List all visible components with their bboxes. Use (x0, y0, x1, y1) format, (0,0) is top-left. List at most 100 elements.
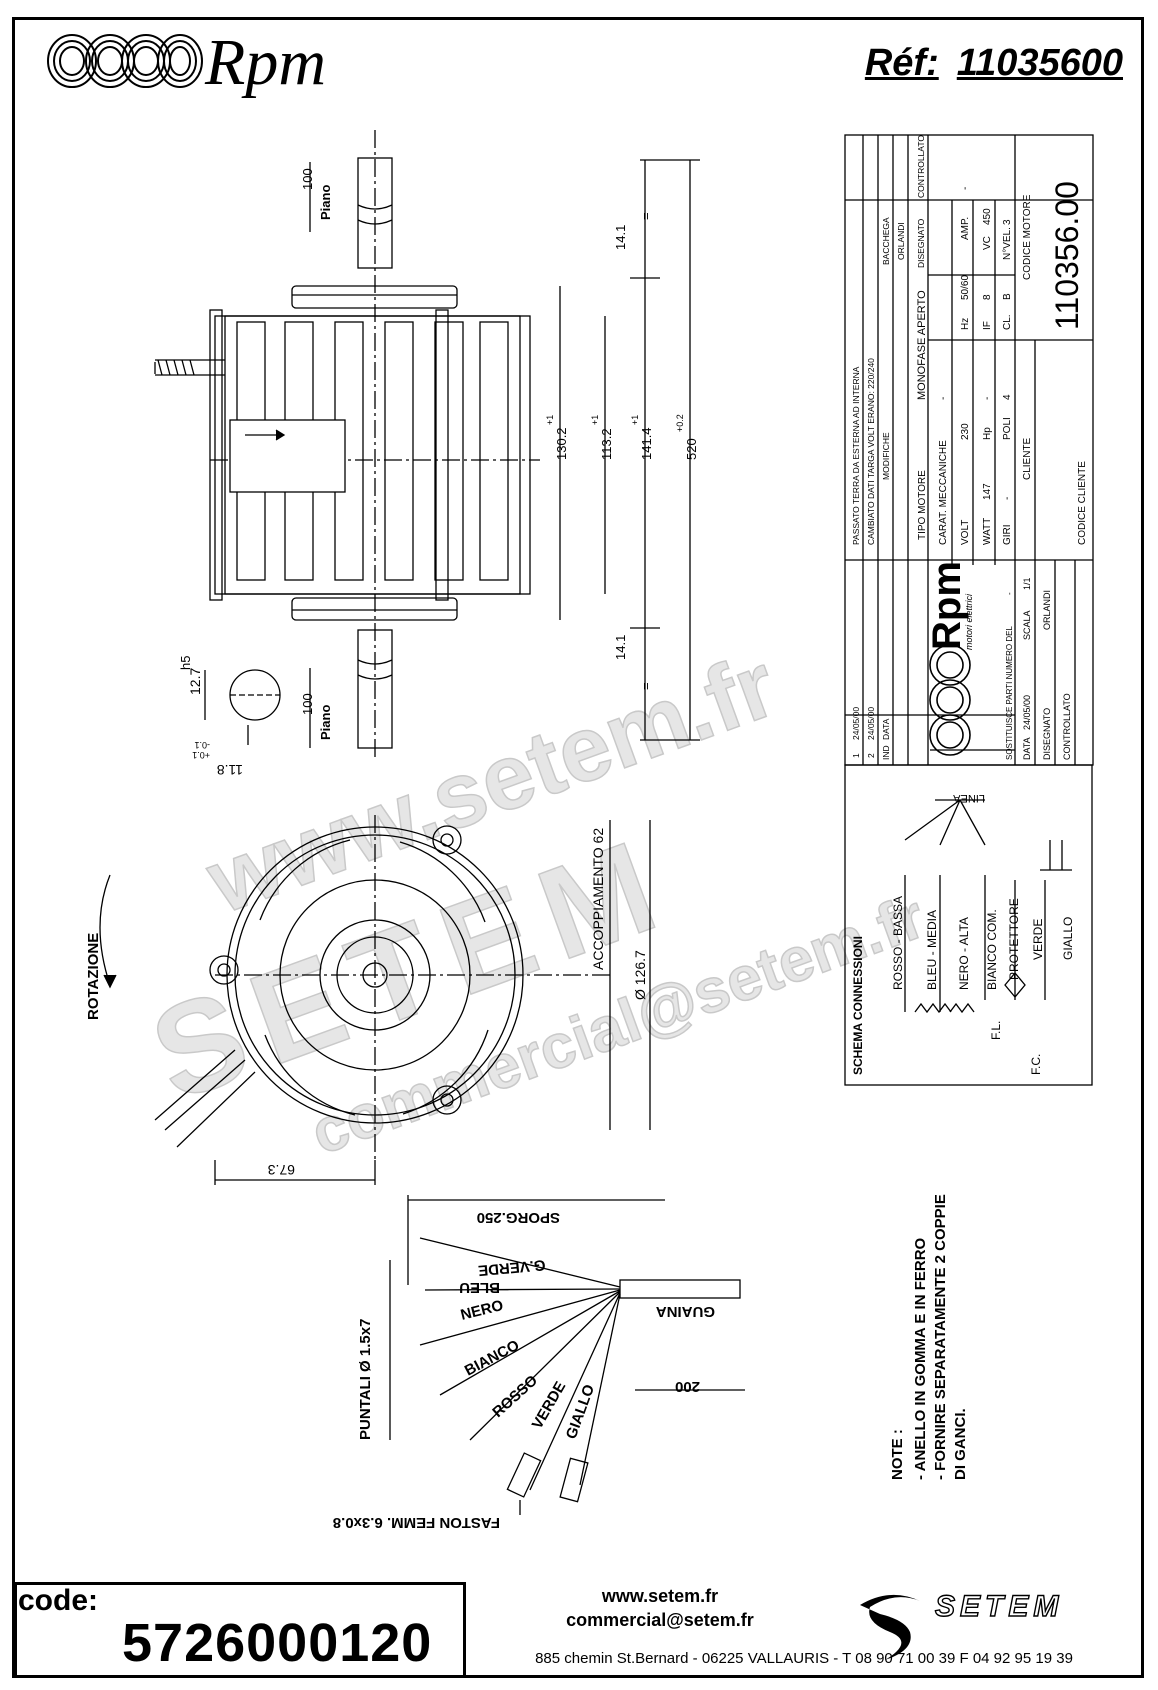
dim-100-bottom: 100 (300, 693, 315, 715)
schema-wire-nero: NERO - ALTA (957, 917, 971, 990)
shaft-12-7: 12.7 (187, 668, 203, 695)
setem-logo-mark (860, 1594, 920, 1660)
spec-amp: - (960, 187, 971, 190)
shaft-11-8: 11.8 (217, 762, 243, 778)
schema-wire-verde: VERDE (1031, 919, 1045, 960)
cable-wire-nero: NERO (459, 1297, 505, 1324)
coupling-label: ACCOPPIAMENTO 62 (590, 828, 606, 970)
tol-520: +0.2 (675, 414, 685, 432)
diameter-label: Ø 126.7 (632, 950, 648, 1000)
carat-mecc-label: CARAT. MECCANICHE (938, 440, 949, 545)
schema-linea: LINEA (953, 792, 985, 804)
ref-label: Réf: (864, 42, 939, 84)
code-label: code: (18, 1584, 99, 1617)
codice-motore: 110356.00 (1049, 181, 1085, 330)
cable-guaina: GUAINA (656, 1303, 715, 1320)
drawing-frame (12, 17, 1144, 1678)
sign-name-2: ORLANDI (896, 222, 906, 260)
notes-line-2: - FORNIRE SEPARATAMENTE 2 COPPIE (932, 1194, 949, 1480)
ref-number: 11035600 (956, 42, 1123, 84)
email-link[interactable]: commercial@setem.fr (566, 1610, 754, 1630)
title-block: PASSATO TERRA DA ESTERNA AD INTERNA CAMB… (844, 134, 1094, 766)
plano-label-bottom: Piano (318, 705, 333, 740)
spec-giri-label: GIRI (1002, 524, 1013, 545)
company-address: 885 chemin St.Bernard - 06225 VALLAURIS … (535, 1650, 1073, 1667)
spec-hz-label: Hz (960, 318, 971, 330)
schema-wire-bleu: BLEU - MEDIA (925, 910, 939, 990)
dim-14-1-bottom: 14.1 (613, 635, 628, 660)
rotation-label: ROTAZIONE (85, 933, 102, 1020)
dim-130-2: 130.2 (554, 427, 569, 460)
schema-wire-rosso: ROSSO - BASSA (891, 896, 905, 990)
titleblock-coil-icon (929, 644, 971, 756)
rev-1-ind: 1 (851, 753, 861, 758)
equal-mark-top: = (638, 212, 653, 220)
rev-head-modifiche: MODIFICHE (881, 432, 891, 480)
spec-nvel: 3 (1002, 219, 1013, 225)
spec-nvel-label: N°VEL. (1002, 227, 1013, 260)
cable-wire-gverde: G.VERDE (477, 1256, 546, 1279)
notes-line-1: - ANELLO IN GOMMA E IN FERRO (912, 1237, 929, 1480)
cliente-label: CLIENTE (1022, 437, 1033, 480)
setem-brand: SETEM (934, 1589, 1064, 1623)
spec-volt: 230 (960, 423, 971, 440)
shaft-h5: h5 (178, 656, 193, 670)
tol-130-2: +1 (545, 415, 555, 425)
motor-front-view (99, 815, 651, 1185)
website-link[interactable]: www.setem.fr (601, 1586, 719, 1606)
notes-title: NOTE : (889, 1429, 906, 1480)
spec-volt-label: VOLT (960, 520, 971, 545)
spec-amp-label: AMP. (960, 217, 971, 240)
rev-1-date: 24/05/00 (851, 707, 861, 740)
dim-14-1-top: 14.1 (613, 225, 628, 250)
plano-label-top: Piano (318, 185, 333, 220)
rev-2-text: CAMBIATO DATI TARGA VOLT ERANO: 220/240 (866, 358, 876, 545)
shaft-tol-b: +0.1 (192, 750, 210, 760)
spec-giri: - (1002, 497, 1013, 500)
schema-fc: F.C. (1029, 1054, 1043, 1075)
spec-cl-label: CL. (1002, 314, 1013, 330)
rev-head-data: DATA (881, 718, 891, 740)
spec-poli: 4 (1002, 394, 1013, 400)
rev-1-text: PASSATO TERRA DA ESTERNA AD INTERNA (851, 366, 861, 545)
controllato-label: CONTROLLATO (1062, 693, 1072, 760)
scala-label: SCALA (1022, 610, 1032, 640)
codice-cliente-label: CODICE CLIENTE (1077, 461, 1088, 545)
spec-vc: 450 (982, 208, 993, 225)
sostituisce-value: - (1005, 592, 1014, 595)
motor-side-view (154, 130, 540, 760)
sostituisce-label: SOSTITUISCE PARTI NUMERO DEL (1005, 626, 1014, 760)
tipo-motore: MONOFASE APERTO (916, 290, 928, 400)
tipo-motore-label: TIPO MOTORE (917, 470, 928, 540)
rev-head-ind: IND (881, 745, 891, 760)
cable-drawing (389, 1195, 745, 1515)
disegnato-label: DISEGNATO (1042, 708, 1052, 760)
sign-role-1: DISEGNATO (916, 218, 926, 268)
spec-vc-label: VC (982, 236, 993, 250)
brand-logo-text: Rpm (205, 26, 326, 99)
spec-hz: 50/60 (960, 275, 971, 300)
schema-wire-giallo: GIALLO (1061, 917, 1075, 960)
data-value: 24/05/00 (1022, 695, 1032, 730)
spec-if: 8 (982, 294, 993, 300)
shaft-section (204, 669, 281, 745)
tol-141-4: +1 (630, 415, 640, 425)
titleblock-rpm-brand: Rpm (925, 561, 969, 650)
cable-wire-bianco: BIANCO (462, 1337, 523, 1380)
side-view-dimensions (309, 159, 700, 748)
reference-number: Réf: 11035600 (865, 42, 1123, 85)
cable-wire-giallo: GIALLO (563, 1382, 598, 1441)
notes-line-3: DI GANCI. (952, 1408, 969, 1480)
scala-value: 1/1 (1022, 577, 1032, 590)
schema-fl: F.L. (989, 1021, 1003, 1040)
spec-if-label: IF (982, 321, 993, 330)
spec-hp-label: Hp (982, 427, 993, 440)
cable-puntali: PUNTALI Ø 1.5x7 (357, 1319, 374, 1440)
spec-poli-label: POLI (1002, 417, 1013, 440)
contact-web: www.setem.fr commercial@setem.fr (470, 1584, 850, 1632)
rev-2-ind: 2 (866, 753, 876, 758)
cable-dim-200: 200 (675, 1378, 700, 1395)
rev-2-date: 24/05/00 (866, 707, 876, 740)
